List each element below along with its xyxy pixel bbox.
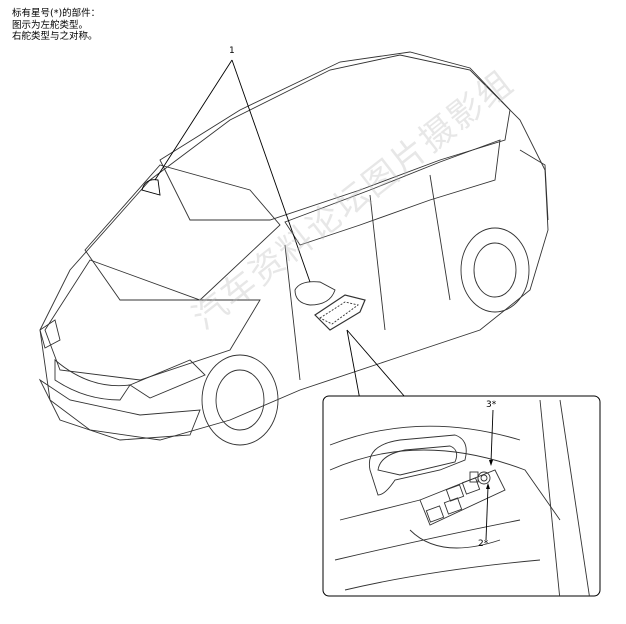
door-handle-recess [368,434,467,496]
car-roof [159,51,511,221]
switch-1 [425,505,445,523]
note-line-1: 标有星号(*)的部件： [12,8,101,19]
rear-wheel [460,227,530,313]
car-bumper [38,378,201,441]
headlight-right [39,319,61,349]
zoom-connector [346,329,406,401]
callout-2: 2* [478,539,489,549]
callout-1: 1 [229,46,235,56]
inset-drawing [329,399,591,596]
callout-3: 3* [486,400,497,410]
switch-2 [443,497,463,515]
car-hood [44,259,261,381]
note-line-2: 图示为左舵类型。 [12,19,89,31]
note-line-3: 右舵类型与之对称。 [12,31,98,42]
door-line-front [284,244,301,381]
headlight-left [129,359,206,399]
car-grille [54,359,131,401]
switch-3 [445,484,465,502]
door-line-rear [369,194,386,331]
rear-wheel-inner [473,242,517,298]
door-switch-panel [314,294,366,331]
car-side-window [284,139,501,246]
arrow-3 [489,460,493,466]
switch-4 [461,477,481,495]
front-wheel [201,354,279,446]
rain-sensor-part [141,179,161,196]
door-line-b [429,174,451,301]
car-windshield [84,164,281,301]
leader-lines-1 [154,59,311,283]
inset-frame [322,395,601,597]
leader-2 [485,486,489,541]
car-body [39,54,549,441]
leader-3 [490,409,494,463]
front-wheel-inner [215,369,265,431]
arrow-2 [486,483,490,489]
notes-block: 标有星号(*)的部件： 图示为左舵类型。 右舵类型与之对称。 [12,8,100,43]
side-mirror [294,281,336,306]
